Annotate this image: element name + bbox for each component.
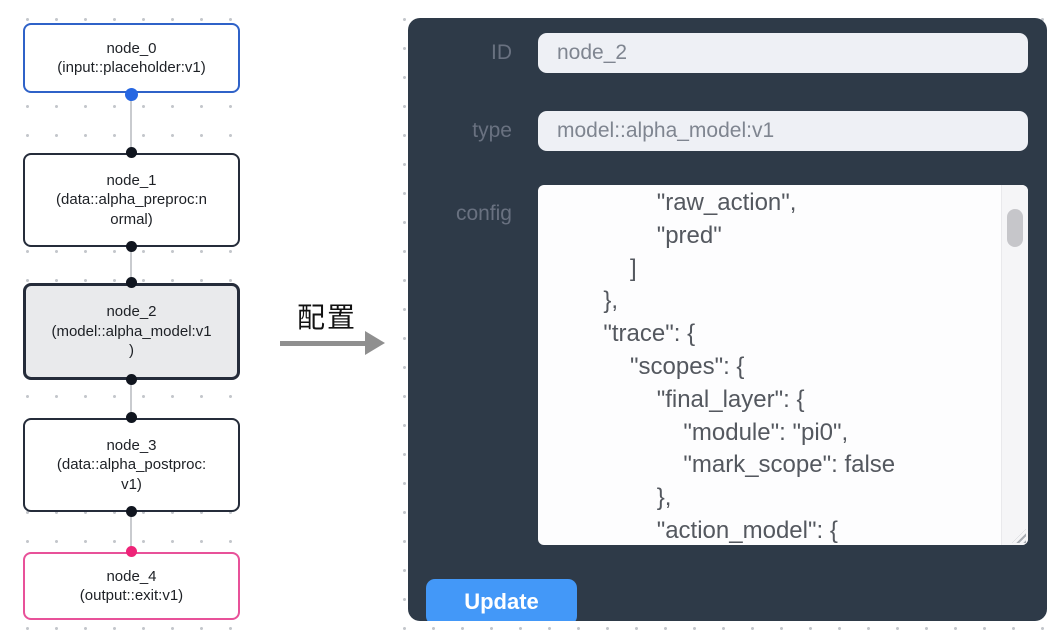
edge-node2-node3: [130, 380, 132, 418]
type-field-label: type: [472, 119, 512, 142]
port-node1-input-icon[interactable]: [126, 147, 137, 158]
flow-node-node_3[interactable]: node_3 (data::alpha_postproc: v1): [23, 418, 240, 512]
port-node1-output-icon[interactable]: [126, 241, 137, 252]
update-button[interactable]: Update: [426, 579, 577, 621]
edge-node0-node1: [130, 93, 132, 153]
config-scrollbar-thumb[interactable]: [1007, 209, 1023, 247]
annotation-arrow-shaft: [280, 341, 367, 346]
node-subtitle: (data::alpha_preproc:n ormal): [56, 191, 207, 228]
port-node3-input-icon[interactable]: [126, 412, 137, 423]
canvas-blank-strip: [246, 0, 390, 643]
port-node3-output-icon[interactable]: [126, 506, 137, 517]
config-json-text: "raw_action", "pred" ] }, "trace": { "sc…: [603, 189, 896, 544]
port-node2-input-icon[interactable]: [126, 277, 137, 288]
node-title: node_2: [106, 303, 157, 321]
annotation-label: 配置: [297, 302, 358, 333]
node-subtitle: (model::alpha_model:v1 ): [51, 322, 212, 360]
type-input[interactable]: [538, 111, 1028, 151]
id-field-label: ID: [491, 41, 512, 64]
flow-node-node_2[interactable]: node_2 (model::alpha_model:v1 ): [23, 283, 240, 380]
port-node0-output-icon[interactable]: [125, 88, 138, 101]
config-scrollbar-track[interactable]: [1001, 185, 1028, 545]
config-textarea[interactable]: "raw_action", "pred" ] }, "trace": { "sc…: [538, 185, 1028, 545]
edge-node3-node4: [130, 512, 132, 552]
node-subtitle: (output::exit:v1): [79, 587, 184, 604]
port-node4-input-icon[interactable]: [126, 546, 137, 557]
flow-node-node_0[interactable]: node_0 (input::placeholder:v1): [23, 23, 240, 93]
node-subtitle: (data::alpha_postproc: v1): [56, 456, 207, 493]
node-subtitle: (input::placeholder:v1): [57, 59, 206, 76]
node-config-panel: ID type config "raw_action", "pred" ] },…: [408, 18, 1047, 621]
port-node2-output-icon[interactable]: [126, 374, 137, 385]
node-title: node_3: [106, 436, 157, 454]
node-title: node_1: [106, 171, 157, 189]
id-input[interactable]: [538, 33, 1028, 73]
annotation-arrow-icon: [365, 331, 385, 355]
config-field-label: config: [455, 202, 512, 225]
flow-node-node_1[interactable]: node_1 (data::alpha_preproc:n ormal): [23, 153, 240, 247]
node-title: node_0: [106, 39, 157, 57]
edge-node1-node2: [130, 247, 132, 283]
node-title: node_4: [106, 567, 157, 585]
flow-node-node_4[interactable]: node_4 (output::exit:v1): [23, 552, 240, 620]
